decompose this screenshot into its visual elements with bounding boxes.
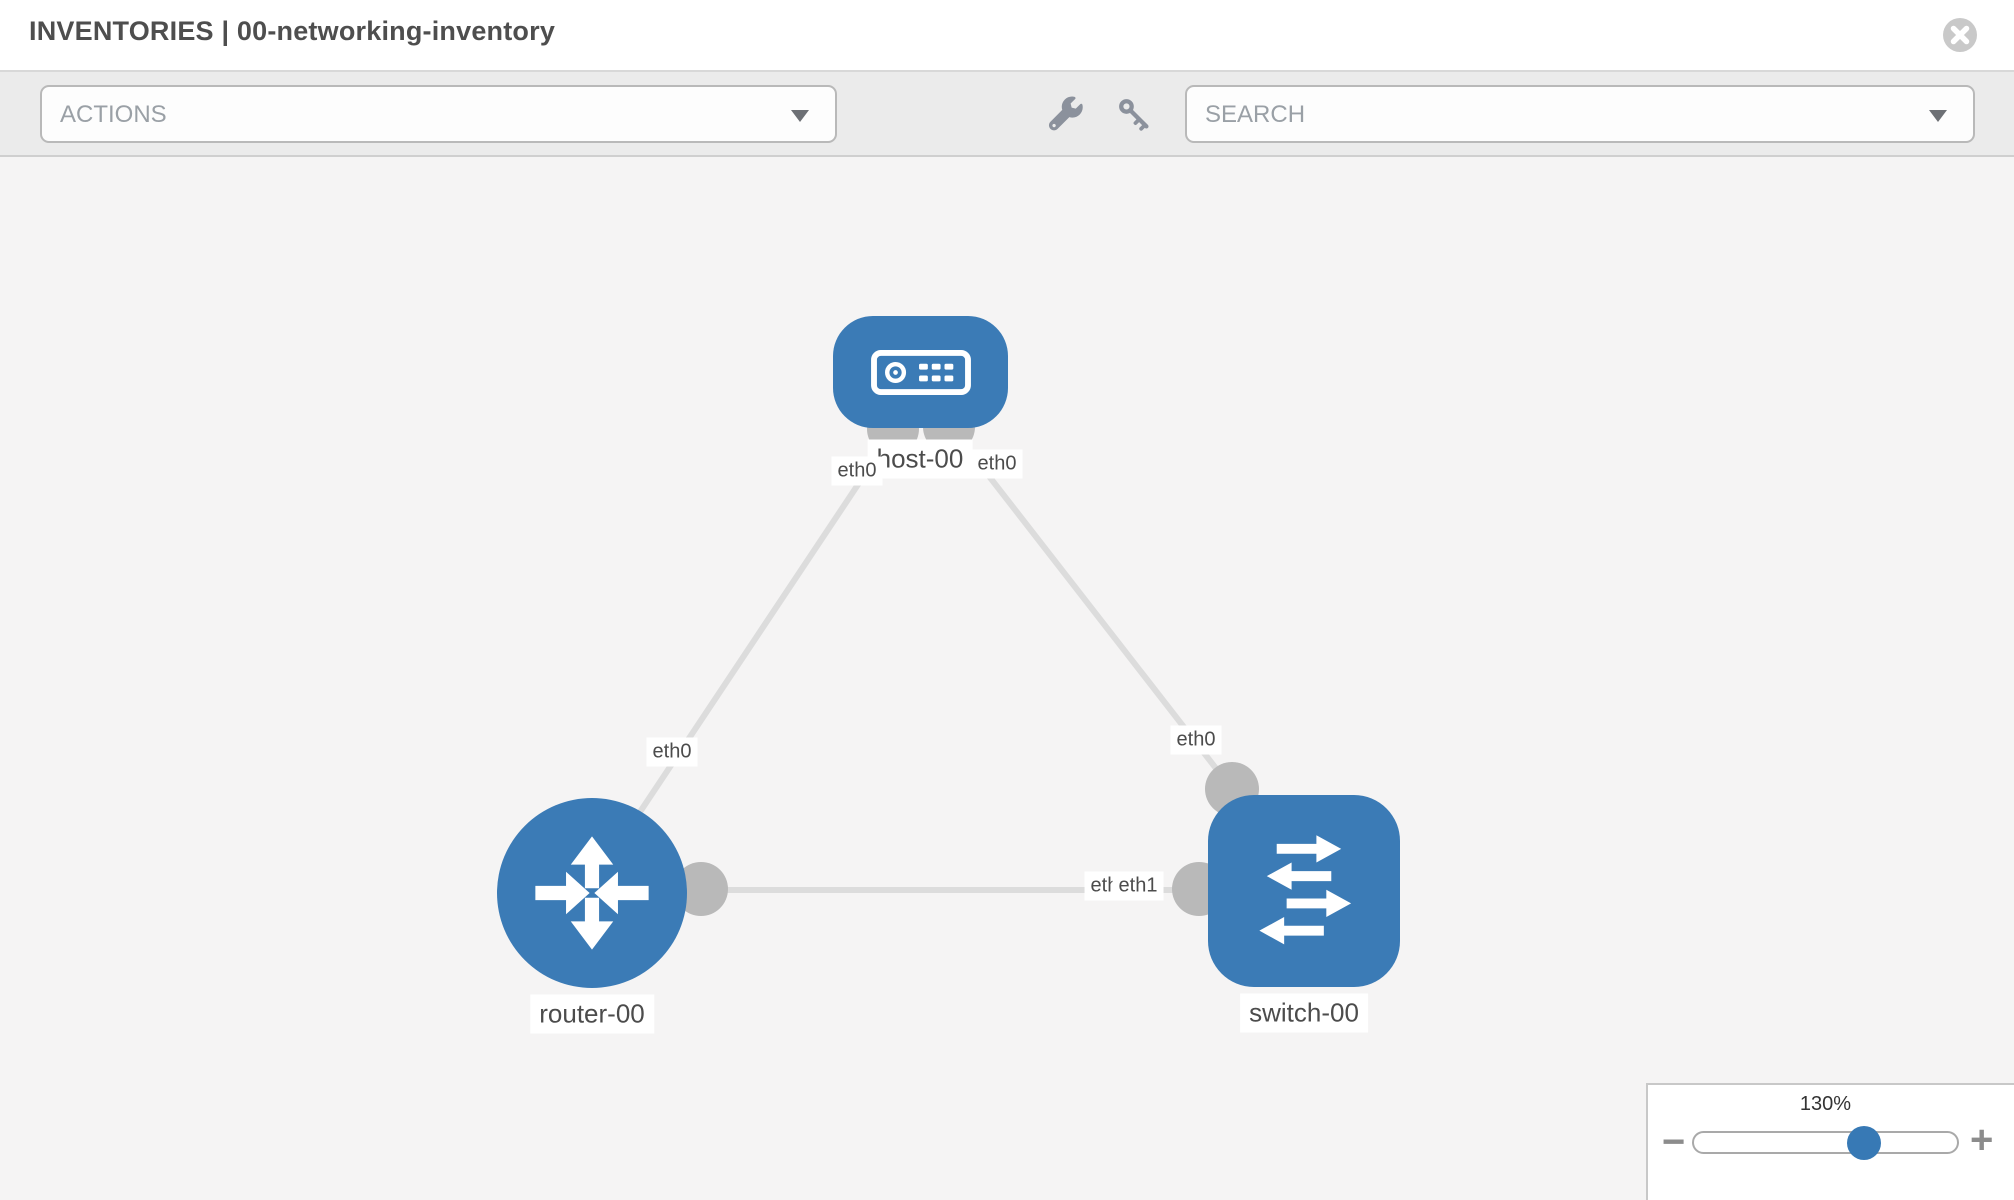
chevron-down-icon (1929, 110, 1947, 122)
host-icon (870, 349, 971, 395)
iface-label-host-eth0-left: eth0 (831, 456, 883, 486)
node-label-router: router-00 (530, 994, 654, 1034)
close-icon (1943, 18, 1977, 52)
iface-label-switch-eth1: eth1 (1112, 871, 1164, 901)
zoom-slider-track[interactable] (1692, 1131, 1959, 1154)
iface-label-router-eth0: eth0 (646, 737, 698, 767)
zoom-panel: 130% − + (1646, 1083, 2014, 1200)
node-host-00[interactable] (833, 316, 1008, 428)
switch-icon (1259, 835, 1352, 945)
zoom-out-button[interactable]: − (1662, 1120, 1686, 1164)
search-dropdown-label: SEARCH (1205, 101, 1306, 128)
close-button[interactable] (1942, 17, 1978, 53)
node-label-host: host-00 (867, 439, 973, 479)
router-icon (535, 836, 649, 950)
chevron-down-icon (791, 110, 809, 122)
node-router-00[interactable] (497, 798, 687, 988)
credentials-button[interactable] (1116, 96, 1154, 134)
actions-dropdown-label: ACTIONS (60, 101, 167, 128)
node-label-switch: switch-00 (1240, 993, 1368, 1033)
iface-label-host-eth0-right: eth0 (971, 449, 1023, 479)
topology-canvas[interactable]: host-00 router-00 switch-00 eth0 eth0 et… (0, 157, 2014, 1200)
page-title: INVENTORIES | 00-networking-inventory (29, 16, 556, 46)
zoom-in-button[interactable]: + (1970, 1118, 1994, 1162)
actions-dropdown[interactable]: ACTIONS (40, 85, 837, 143)
node-switch-00[interactable] (1208, 795, 1400, 987)
titlebar: INVENTORIES | 00-networking-inventory (0, 0, 2014, 72)
tools-button[interactable] (1048, 96, 1086, 134)
key-icon (1119, 99, 1149, 131)
search-dropdown[interactable]: SEARCH (1185, 85, 1975, 143)
zoom-slider-thumb[interactable] (1847, 1126, 1881, 1160)
topology-links (589, 424, 1304, 893)
zoom-level: 130% (1799, 1093, 1852, 1115)
iface-label-switch-eth0: eth0 (1170, 725, 1222, 755)
wrench-icon (1048, 96, 1083, 131)
link-host-router (589, 430, 896, 886)
toolbar: ACTIONS SEARCH (0, 72, 2014, 157)
